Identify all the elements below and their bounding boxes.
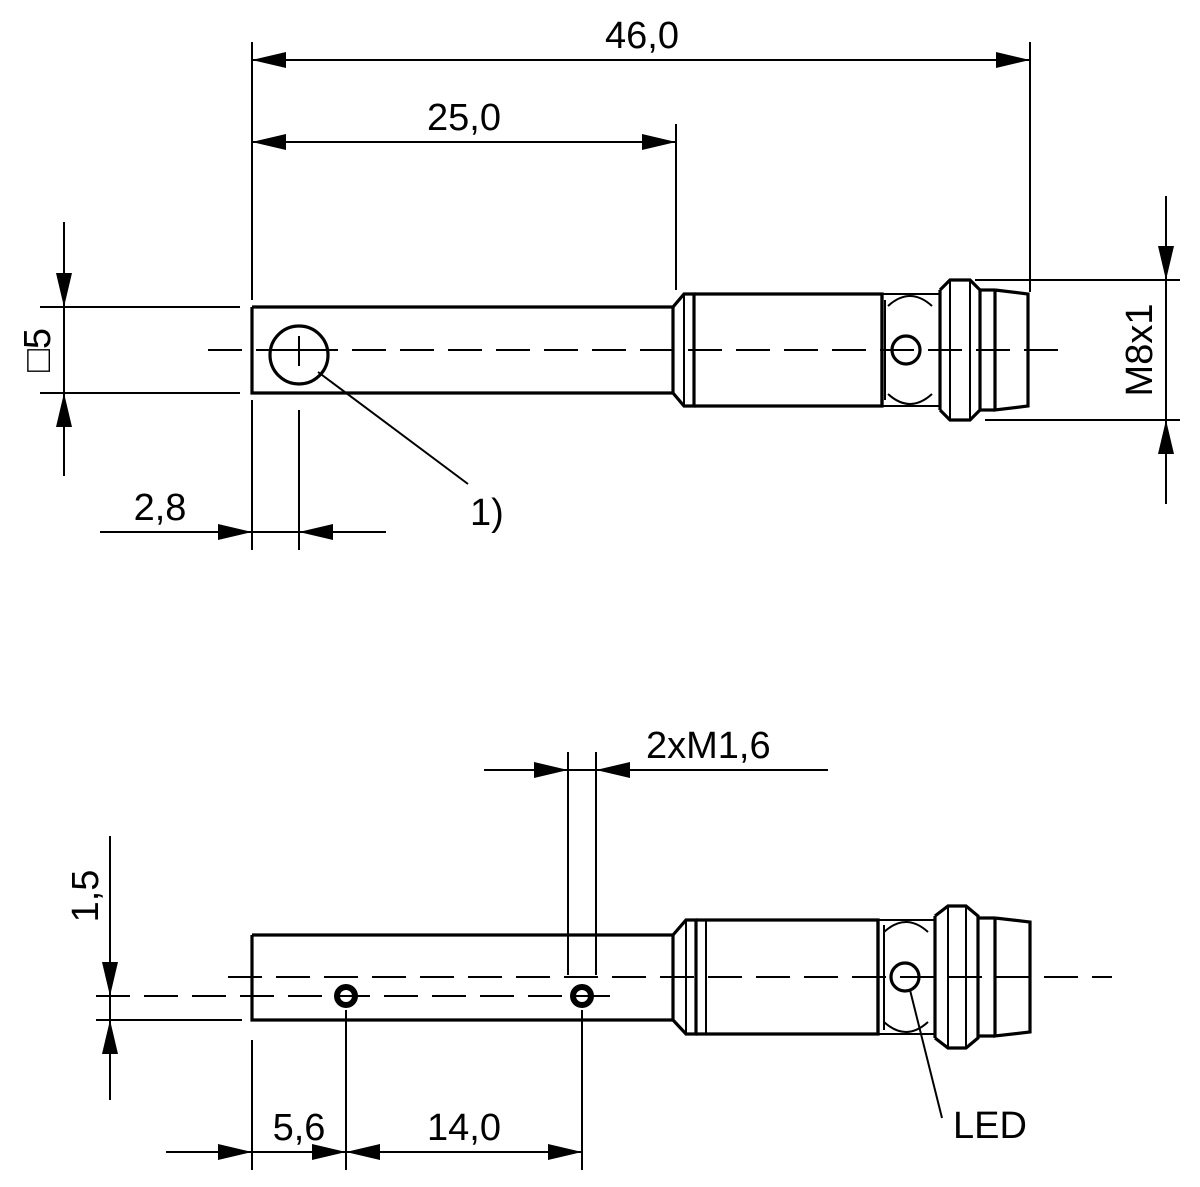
dim-hole-first-label: 5,6: [273, 1107, 326, 1149]
callout-sensing-face-label: 1): [470, 492, 504, 534]
dim-sensing-offset-label: 2,8: [134, 487, 187, 529]
dim-square-size-label: □5: [17, 328, 59, 372]
sensing-face-icon: [268, 324, 330, 386]
dim-hole-offset: 1,5: [65, 836, 118, 1100]
side-view: 2xM1,6 1,5 5,6 14,0 LED: [65, 725, 1112, 1170]
callout-led: LED: [909, 989, 1027, 1147]
dim-body-length-label: 25,0: [427, 97, 501, 139]
dim-hole-thread-label: 2xM1,6: [646, 725, 771, 767]
dim-sensing-offset: 2,8: [100, 487, 386, 540]
sensor-body-side: [250, 904, 1032, 1050]
dim-body-length: 25,0: [252, 97, 676, 150]
top-view: 46,0 25,0 □5 2,8: [17, 15, 1180, 550]
dim-square-size: □5: [17, 222, 240, 476]
callout-led-label: LED: [953, 1105, 1027, 1147]
dim-overall-length-label: 46,0: [605, 15, 679, 57]
dim-hole-positions: 5,6 14,0: [166, 1107, 582, 1160]
dim-overall-length: 46,0: [252, 15, 1030, 68]
dim-hole-spacing-label: 14,0: [427, 1107, 501, 1149]
dim-thread-label: M8x1: [1119, 304, 1161, 397]
dim-hole-offset-label: 1,5: [65, 870, 107, 923]
dim-hole-thread: 2xM1,6: [484, 725, 828, 778]
dim-thread: M8x1: [975, 196, 1180, 504]
callout-sensing-face: 1): [317, 371, 504, 534]
